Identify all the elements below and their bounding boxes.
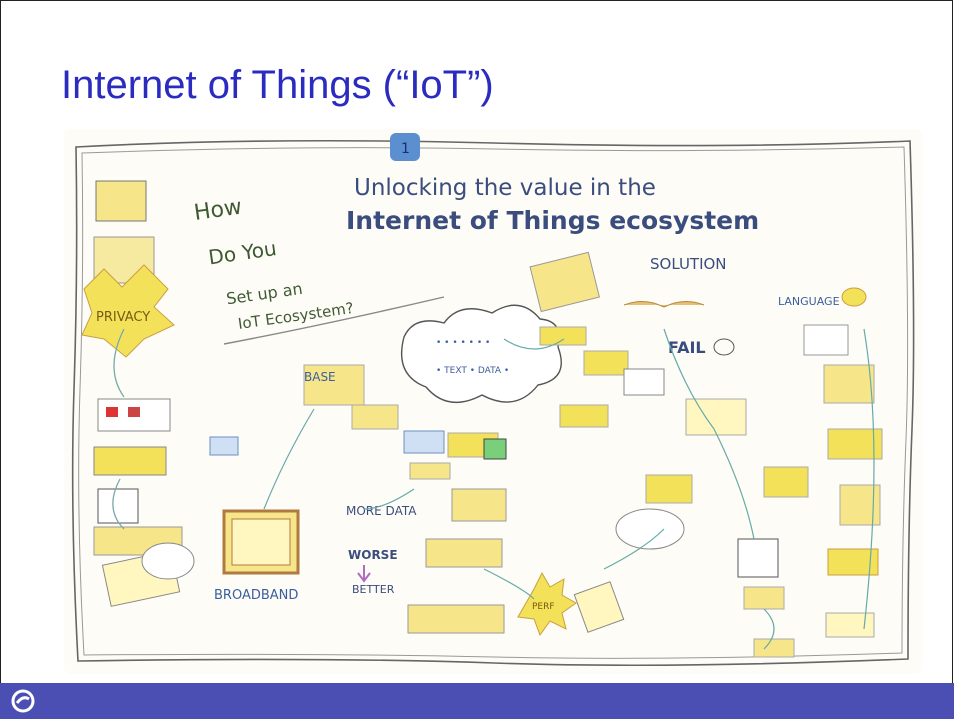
badge xyxy=(390,133,420,161)
svg-text:• • • • • • •: • • • • • • • xyxy=(436,338,490,348)
better-label: BETTER xyxy=(352,583,395,596)
swirl-logo-icon xyxy=(11,689,35,713)
slide-title: Internet of Things (“IoT”) xyxy=(61,63,494,107)
perf-label: PERF xyxy=(532,602,555,612)
sketchnote-drawing: 1 Unlocking the value in the Internet of… xyxy=(71,133,915,667)
question-3: Set up an xyxy=(225,279,304,308)
question-2: Do You xyxy=(207,236,278,269)
sketch-heading-1: Unlocking the value in the xyxy=(354,175,656,201)
base-label: BASE xyxy=(304,370,336,384)
fail-label: FAIL xyxy=(668,338,706,357)
badge-number: 1 xyxy=(401,141,410,157)
broadband-label: BROADBAND xyxy=(214,588,298,603)
sketchnote-image: 1 Unlocking the value in the Internet of… xyxy=(64,129,922,674)
footer-bar xyxy=(0,683,954,719)
language-label: LANGUAGE xyxy=(778,295,840,308)
svg-text:• TEXT • DATA •: • TEXT • DATA • xyxy=(436,366,509,376)
privacy-label: PRIVACY xyxy=(96,310,150,325)
solution-label: SOLUTION xyxy=(650,255,727,273)
sketch-heading-2: Internet of Things ecosystem xyxy=(346,206,759,235)
more-data-label: MORE DATA xyxy=(346,504,417,518)
question-1: How xyxy=(192,195,243,226)
worse-label: WORSE xyxy=(348,548,398,562)
